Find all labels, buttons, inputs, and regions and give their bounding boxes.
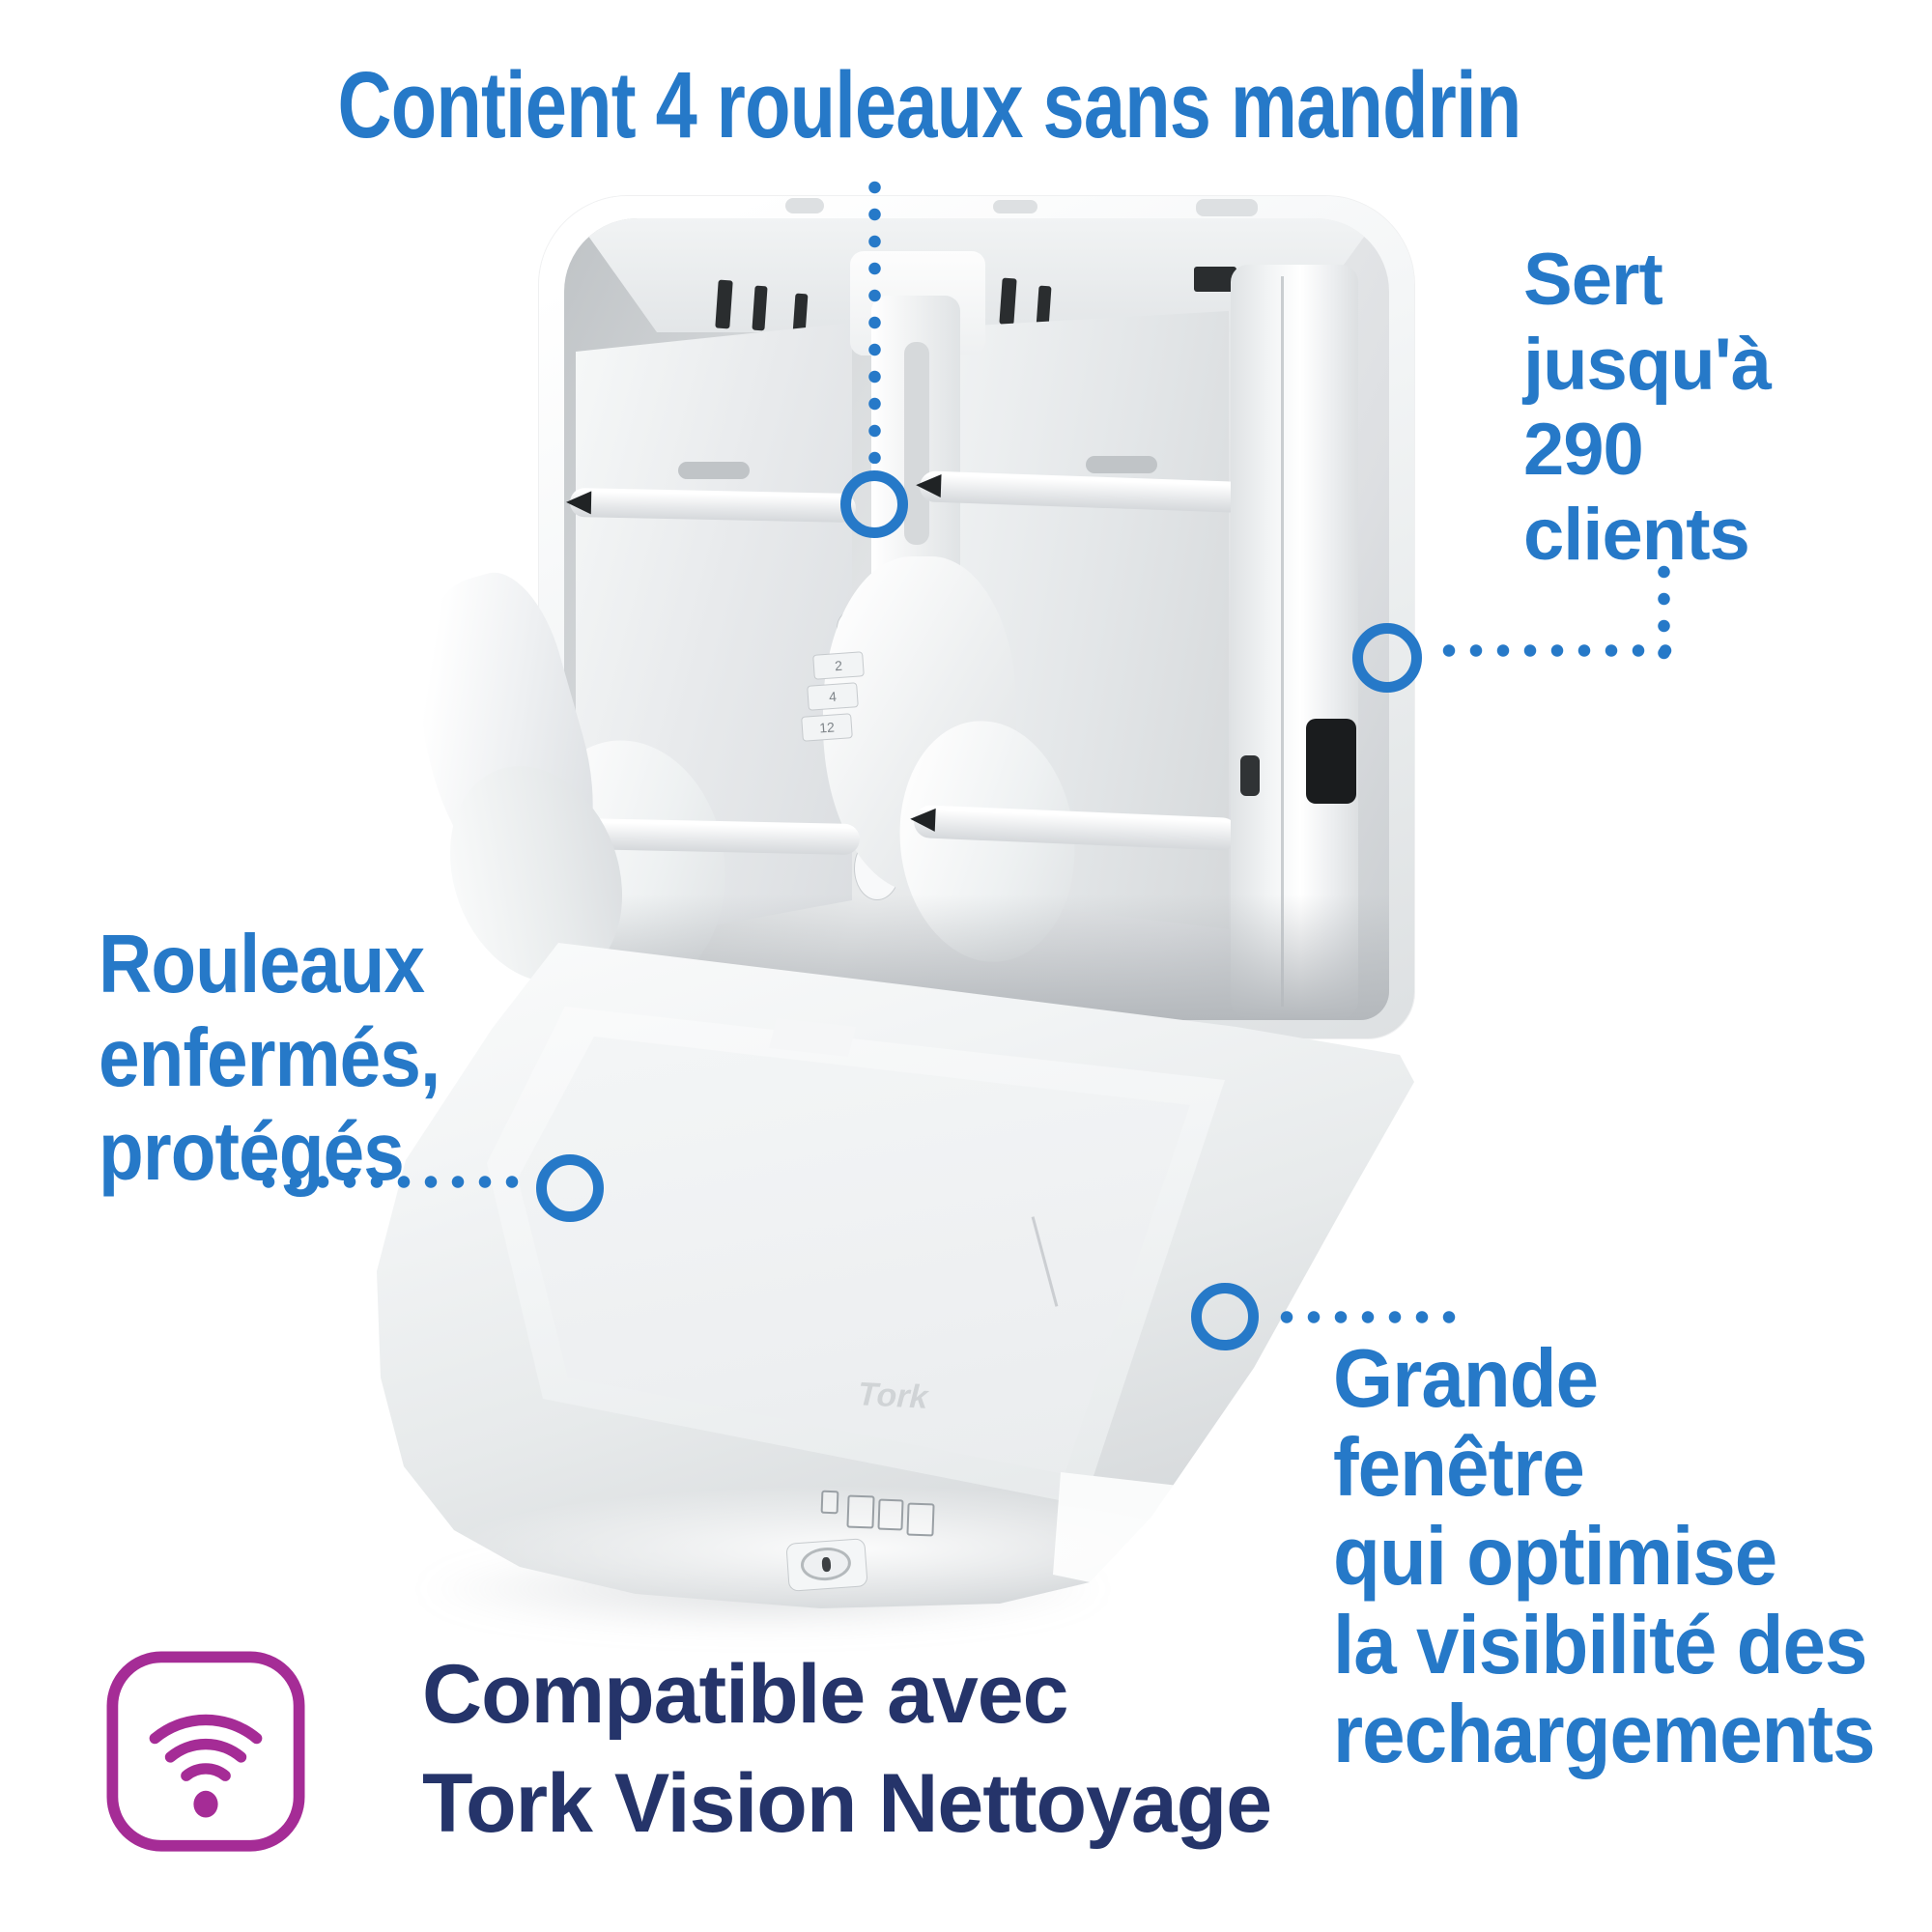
embossed-tork-logo: Tork xyxy=(857,1376,929,1416)
dotted-line-left xyxy=(255,1176,526,1188)
callout-ring-left xyxy=(536,1154,604,1222)
housing-rim-notch xyxy=(785,198,824,213)
center-divider-groove xyxy=(904,342,929,545)
wifi-icon xyxy=(106,1651,305,1852)
dispenser-housing: 2 4 12 xyxy=(539,196,1414,1038)
instruction-pictogram xyxy=(846,1494,875,1529)
cover-lock-keyhole xyxy=(821,1556,832,1573)
spindle-tip xyxy=(565,490,592,515)
roll-size-tab: 12 xyxy=(801,713,853,742)
instruction-pictogram xyxy=(906,1502,935,1537)
vent-slot xyxy=(1194,267,1236,292)
roll-size-label: 4 xyxy=(828,688,838,705)
callout-ring-top xyxy=(840,470,908,538)
roll-size-label: 12 xyxy=(818,719,836,736)
dotted-line-top xyxy=(868,174,881,464)
housing-rim-notch xyxy=(1196,199,1258,216)
instruction-pictogram xyxy=(877,1498,904,1531)
roll-spindle-upper-left xyxy=(565,487,857,524)
instruction-pictogram xyxy=(820,1490,839,1515)
right-door-panel xyxy=(1231,265,1358,1018)
door-edge-line xyxy=(1281,276,1284,1007)
roll-size-tab: 4 xyxy=(807,682,859,711)
dotted-line-right-vertical xyxy=(1658,558,1670,663)
dispenser-interior: 2 4 12 xyxy=(564,218,1389,1020)
door-latch xyxy=(1306,719,1356,804)
spindle-tip xyxy=(909,807,936,832)
spindle-tip xyxy=(915,473,942,497)
callout-ring-bottom-right xyxy=(1191,1283,1259,1350)
dotted-line-bottom-right xyxy=(1273,1311,1466,1323)
footer-compatibility-text: Compatible avec Tork Vision Nettoyage xyxy=(422,1640,1272,1859)
dotted-line-right-horizontal xyxy=(1435,644,1679,657)
cover-lock xyxy=(785,1538,868,1592)
dispenser-cover-open: Tork xyxy=(377,943,1414,1608)
footer-line-2: Tork Vision Nettoyage xyxy=(422,1757,1272,1850)
roll-size-label: 2 xyxy=(834,657,843,674)
door-latch-pin xyxy=(1240,755,1260,796)
housing-rim-notch xyxy=(993,200,1037,213)
callout-left-text: Rouleaux enfermés, protégés xyxy=(99,919,440,1198)
callout-ring-right xyxy=(1352,623,1422,693)
callout-top-text: Contient 4 rouleaux sans mandrin xyxy=(337,52,1522,157)
roll-spindle-lower-left xyxy=(573,817,861,856)
callout-bottom-right-text: Grande fenêtre qui optimise la visibilit… xyxy=(1333,1333,1876,1780)
wall-slot xyxy=(678,462,750,479)
roll-size-tab: 2 xyxy=(812,651,865,680)
footer-line-1: Compatible avec xyxy=(422,1648,1068,1741)
callout-right-text: Sert jusqu'à 290 clients xyxy=(1523,239,1772,576)
wall-slot xyxy=(1086,456,1157,473)
